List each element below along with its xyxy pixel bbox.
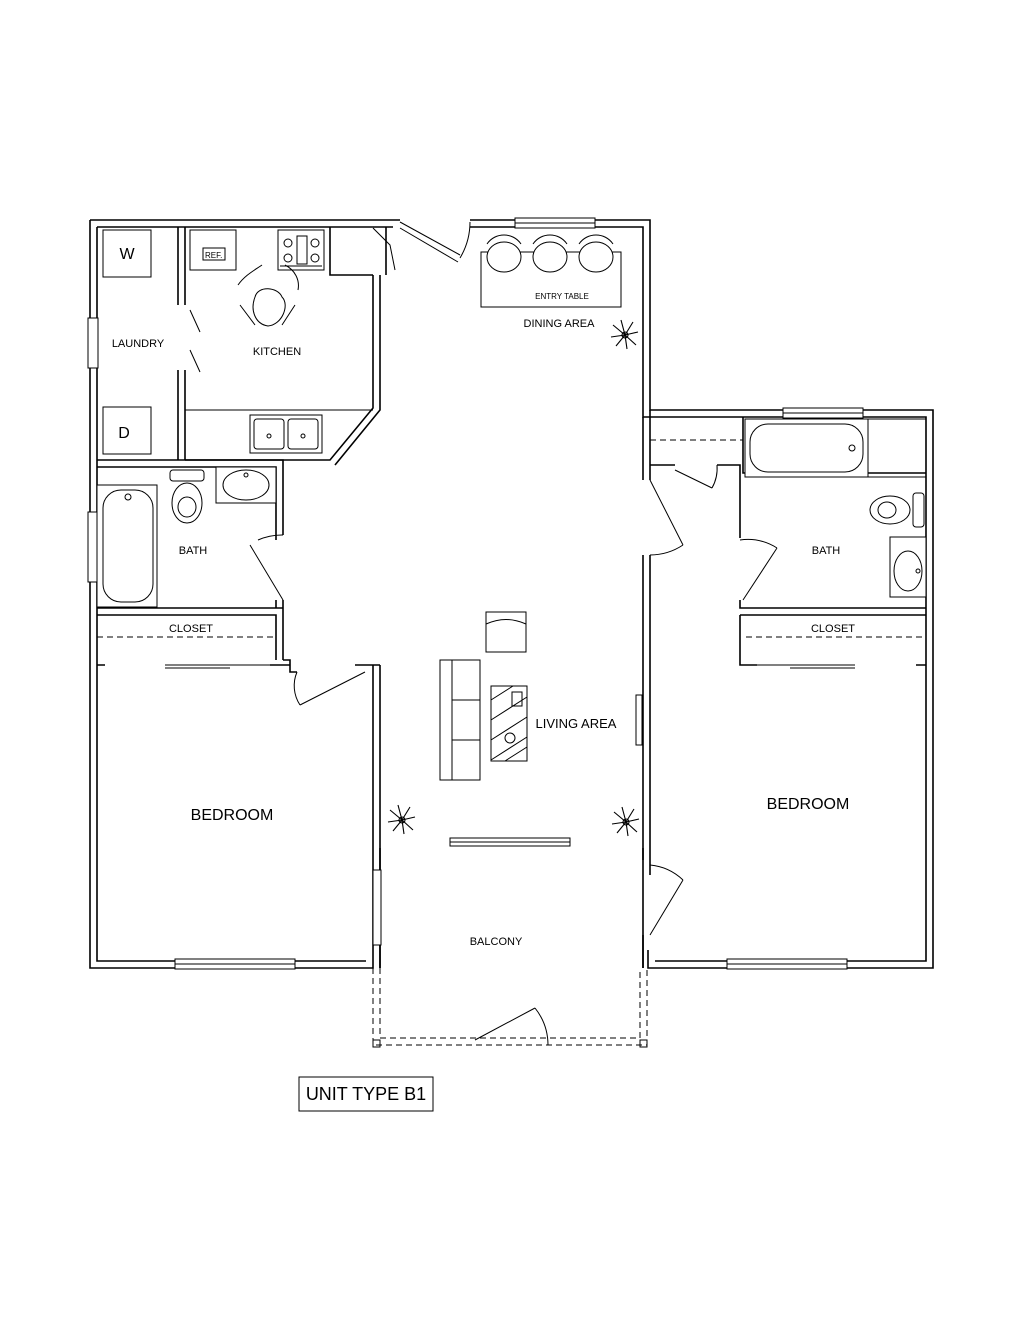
- sink-left: [215, 466, 277, 504]
- exterior-walls: [89, 219, 934, 969]
- dryer: [102, 406, 152, 455]
- tv: [635, 694, 643, 746]
- kitchen-sink: [249, 414, 323, 454]
- stove: [277, 229, 325, 271]
- label-kitchen: KITCHEN: [253, 346, 301, 358]
- refrigerator-label: REF.: [205, 251, 222, 260]
- plant-dining: [610, 319, 639, 350]
- kitchen-fixtures: REF.: [185, 229, 373, 454]
- toilet-right: [912, 492, 925, 528]
- label-closet-left: CLOSET: [169, 623, 213, 635]
- label-dining-area: DINING AREA: [524, 318, 596, 330]
- label-entry-table: ENTRY TABLE: [535, 292, 589, 301]
- label-bath-right: BATH: [812, 545, 841, 557]
- doors: [165, 221, 855, 1046]
- plant-living-right: [611, 806, 640, 837]
- washer: [102, 229, 152, 278]
- label-bath-left: BATH: [179, 545, 208, 557]
- plant-living-left: [387, 804, 416, 835]
- bathtub: [96, 484, 158, 608]
- dining-fixtures: [480, 234, 622, 308]
- windows: [87, 217, 864, 970]
- label-bedroom-right: BEDROOM: [767, 796, 850, 813]
- label-closet-right: CLOSET: [811, 623, 855, 635]
- sink-right: [889, 536, 927, 598]
- label-balcony: BALCONY: [470, 936, 523, 948]
- interior-walls: [97, 227, 926, 968]
- dashed-lines: [97, 285, 926, 1048]
- sofa: [439, 659, 481, 781]
- label-laundry: LAUNDRY: [112, 338, 165, 350]
- living-fixtures: [439, 611, 643, 781]
- bar-stools: [486, 234, 614, 273]
- label-bedroom-left: BEDROOM: [191, 807, 274, 824]
- dryer-label: D: [118, 425, 130, 442]
- washer-label: W: [119, 246, 135, 263]
- bathtub-right: [744, 418, 869, 478]
- coffee-table: [490, 685, 528, 762]
- toilet-left: [169, 469, 205, 482]
- laundry-fixtures: W D: [102, 229, 152, 455]
- left-bath-fixtures: [96, 466, 277, 608]
- right-bath-fixtures: [744, 418, 927, 598]
- unit-type-label: UNIT TYPE B1: [306, 1084, 426, 1104]
- unit-type-box: UNIT TYPE B1: [298, 1076, 434, 1112]
- armchair: [485, 611, 527, 653]
- room-labels: LAUNDRY KITCHEN ENTRY TABLE DINING AREA …: [112, 292, 855, 948]
- plants: [387, 319, 640, 837]
- refrigerator: [189, 229, 237, 271]
- label-living-area: LIVING AREA: [536, 716, 617, 731]
